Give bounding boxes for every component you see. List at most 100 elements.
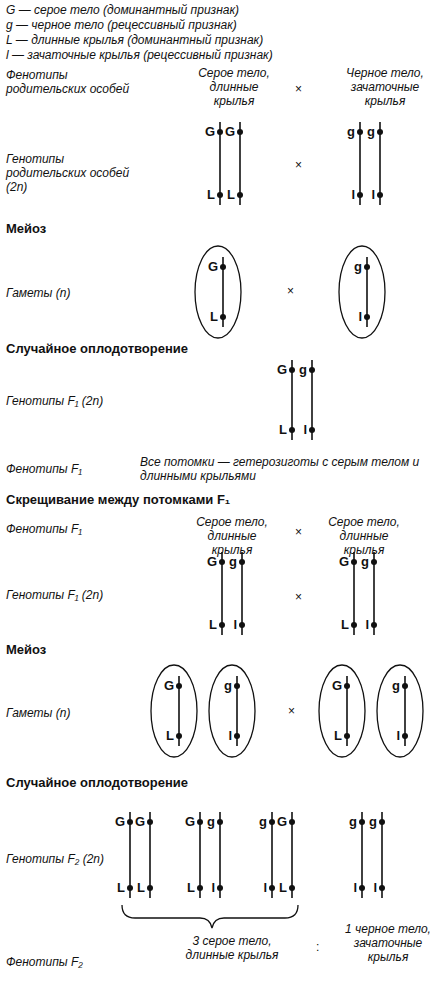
stage-heading: Мейоз [6,222,46,236]
gamete-ellipse: gl [338,245,386,339]
row-label: Фенотипы F₂ [6,955,83,969]
gamete-ellipse: GL [318,664,366,758]
locus-dot [359,819,365,825]
allele-letter: L [166,729,174,743]
locus-dot [269,819,275,825]
locus-dot [289,885,295,891]
gamete-ellipse: gl [376,664,424,758]
allele-letter: l [351,188,355,202]
allele-letter: L [187,881,195,895]
allele-letter: L [137,881,145,895]
locus-dot [197,819,203,825]
stage-heading: Мейоз [6,643,46,657]
locus-dot [289,819,295,825]
row-label: Гаметы (n) [6,706,70,720]
gamete-ellipse-outline [209,665,255,757]
allele-letter: g [361,555,369,569]
allele-letter: L [210,310,218,324]
allele-letter: l [211,881,215,895]
locus-dot [377,129,383,135]
row-label: Гаметы (n) [6,286,70,300]
allele-letter: g [347,125,355,139]
allele-letter: L [334,729,342,743]
allele-letter: l [358,310,362,324]
allele-letter: g [369,815,377,829]
gamete-ellipse: gl [208,664,256,758]
stage-heading: Случайное оплодотворение [6,342,188,356]
row-label: Генотипы F₁ (2n) [6,394,103,408]
locus-dot [127,885,133,891]
locus-dot [364,314,370,320]
allele-letter: G [208,260,218,274]
allele-letter: g [349,815,357,829]
locus-dot [127,819,133,825]
phenotype-text: Серое тело, длинные крылья [186,515,278,557]
locus-dot [176,683,182,689]
allele-letter: L [207,188,215,202]
locus-dot [219,559,225,565]
locus-dot [344,733,350,739]
phenotype-text: Серое тело, длинные крылья [188,66,280,108]
phenotype-text: Все потомки — гетерозиготы с серым телом… [140,455,430,483]
locus-dot [357,192,363,198]
gamete-outline [194,245,242,339]
locus-dot [217,192,223,198]
allele-letter: G [277,815,287,829]
allele-letter: L [117,881,125,895]
locus-dot [309,367,315,373]
allele-letter: g [354,260,362,274]
phenotype-text: 1 черное тело, зачаточные крылья [340,922,436,964]
locus-dot [402,683,408,689]
locus-dot [220,314,226,320]
gamete-ellipse-outline [339,246,385,338]
cross-sign: × [295,158,302,172]
allele-letter: l [371,188,375,202]
row-label: Фенотипы родительских особей [6,68,136,96]
allele-letter: g [207,815,215,829]
cross-sign: × [295,590,302,604]
allele-letter: l [233,618,237,632]
locus-dot [344,683,350,689]
locus-dot [176,733,182,739]
ratio-sign: : [316,940,319,954]
locus-dot [147,819,153,825]
locus-dot [309,427,315,433]
cross-sign: × [288,704,295,718]
locus-dot [351,559,357,565]
allele-letter: g [259,815,267,829]
locus-dot [357,129,363,135]
row-label: Фенотипы F₁ [6,522,82,536]
allele-letter: l [396,729,400,743]
allele-letter: l [303,423,307,437]
gamete-ellipse-outline [195,246,241,338]
legend-line: l — зачаточные крылья (рецессивный призн… [6,48,273,62]
locus-dot [402,733,408,739]
cross-sign: × [287,284,294,298]
gamete-ellipse-outline [151,665,197,757]
gamete-outline [208,664,256,758]
row-label: Генотипы F₁ (2n) [6,588,103,602]
locus-dot [379,819,385,825]
allele-letter: L [279,423,287,437]
phenotype-text: 3 серое тело, длинные крылья [172,934,292,962]
row-label: Генотипы F₂ (2n) [6,852,104,866]
legend-line: L — длинные крылья (доминантный признак) [6,33,263,47]
allele-letter: g [299,363,307,377]
allele-letter: l [353,881,357,895]
locus-dot [351,622,357,628]
allele-letter: G [115,815,125,829]
allele-letter: l [228,729,232,743]
locus-dot [239,559,245,565]
locus-dot [379,885,385,891]
row-label: Фенотипы F₁ [6,462,82,476]
allele-letter: g [367,125,375,139]
legend-line: g — черное тело (рецессивный признак) [6,18,237,32]
phenotype-text: Черное тело, зачаточные крылья [335,66,435,108]
allele-letter: l [373,881,377,895]
allele-letter: G [185,815,195,829]
allele-letter: g [392,679,400,693]
allele-letter: L [279,881,287,895]
locus-dot [237,129,243,135]
allele-letter: L [227,188,235,202]
locus-dot [234,683,240,689]
